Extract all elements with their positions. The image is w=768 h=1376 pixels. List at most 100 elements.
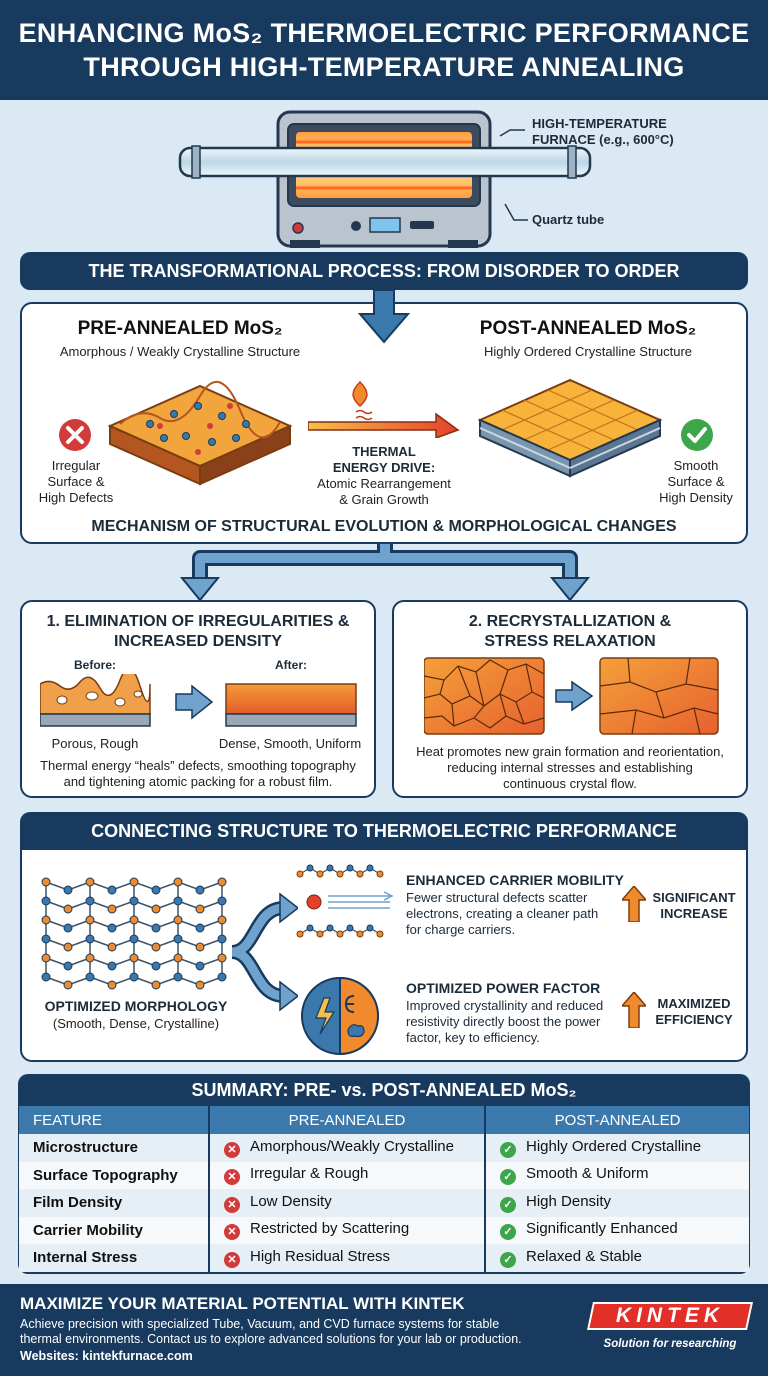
power-factor-icon bbox=[301, 976, 379, 1056]
thermal-drive-arrow bbox=[308, 380, 460, 438]
header-pre-annealed: PRE-ANNEALED bbox=[208, 1106, 485, 1134]
summary-title: SUMMARY: PRE- vs. POST-ANNEALED MoS₂ bbox=[191, 1080, 577, 1100]
pre-annealed-note: Irregular Surface & High Defects bbox=[38, 458, 114, 505]
flame-icon bbox=[352, 380, 368, 408]
feature-cell: Film Density bbox=[19, 1189, 209, 1217]
pre-annealed-cell: ✕ Restricted by Scattering bbox=[208, 1216, 485, 1244]
split-arrows bbox=[179, 544, 591, 602]
branch-arrows bbox=[230, 892, 298, 1012]
quartz-tube bbox=[178, 146, 592, 178]
right-arrow-icon bbox=[175, 684, 214, 720]
post-annealed-title: POST-ANNEALED MoS₂ bbox=[479, 318, 697, 339]
efficiency-arrow-icon bbox=[622, 992, 646, 1028]
x-circle-icon: ✕ bbox=[224, 1251, 240, 1268]
mobility-result: SIGNIFICANT INCREASE bbox=[652, 890, 736, 921]
check-circle-icon: ✓ bbox=[500, 1141, 516, 1158]
mechanism-heading: MECHANISM OF STRUCTURAL EVOLUTION & MORP… bbox=[91, 518, 677, 535]
post-annealed-cell: ✓ High Density bbox=[484, 1189, 749, 1217]
recrystallization-title: 2. RECRYSTALLIZATION & STRESS RELAXATION bbox=[468, 613, 672, 650]
furnace-display bbox=[369, 217, 401, 233]
pre-annealed-cell: ✕ Irregular & Rough bbox=[208, 1161, 485, 1189]
page-title-line1: ENHANCING MoS₂ THERMOELECTRIC PERFORMANC… bbox=[18, 18, 750, 48]
cell-text: Relaxed & Stable bbox=[526, 1247, 642, 1265]
thermal-drive-title: THERMAL ENERGY DRIVE: bbox=[332, 444, 436, 475]
elimination-desc: Thermal energy “heals” defects, smoothin… bbox=[40, 758, 356, 789]
increase-arrow-icon bbox=[622, 886, 646, 922]
pre-annealed-subtitle: Amorphous / Weakly Crystalline Structure bbox=[59, 344, 301, 359]
thermal-drive-desc: Atomic Rearrangement & Grain Growth bbox=[317, 476, 451, 507]
performance-card bbox=[20, 812, 748, 1062]
carrier-mobility-icon bbox=[296, 864, 394, 938]
cell-text: Smooth & Uniform bbox=[526, 1165, 649, 1183]
x-circle-icon: ✕ bbox=[224, 1224, 240, 1241]
lightning-icon bbox=[315, 997, 336, 1035]
power-desc: Improved crystallinity and reduced resis… bbox=[406, 998, 604, 1045]
power-title: OPTIMIZED POWER FACTOR bbox=[406, 980, 601, 996]
check-circle-icon: ✓ bbox=[500, 1224, 516, 1241]
table-row: Carrier Mobility ✕ Restricted by Scatterin… bbox=[19, 1216, 749, 1244]
x-circle-icon: ✕ bbox=[224, 1141, 240, 1158]
pre-annealed-cell: ✕High Residual Stress bbox=[208, 1244, 485, 1272]
footer-title: MAXIMIZE YOUR MATERIAL POTENTIAL WITH KI… bbox=[20, 1294, 465, 1313]
footer-text: Achieve precision with specialized Tube,… bbox=[20, 1317, 522, 1346]
feature-cell: Carrier Mobility bbox=[19, 1216, 209, 1244]
feature-cell: Microstructure bbox=[19, 1134, 209, 1162]
check-circle-icon: ✓ bbox=[500, 1169, 516, 1186]
morphology-subtitle: (Smooth, Dense, Crystalline) bbox=[52, 1016, 220, 1031]
x-circle-icon: ✕ bbox=[224, 1196, 240, 1213]
furnace-illustration bbox=[178, 110, 592, 248]
cell-text: Highly Ordered Crystalline bbox=[526, 1137, 702, 1155]
mobility-title: ENHANCED CARRIER MOBILITY bbox=[406, 872, 624, 888]
before-after-films bbox=[40, 674, 357, 727]
table-row: Film Density ✕ Low Density ✓ High Density bbox=[19, 1189, 749, 1217]
cell-text: Low Density bbox=[250, 1192, 332, 1210]
process-banner: THE TRANSFORMATIONAL PROCESS: FROM DISOR… bbox=[20, 252, 748, 290]
lattice-icon bbox=[41, 877, 227, 990]
performance-banner: CONNECTING STRUCTURE TO THERMOELECTRIC P… bbox=[20, 812, 748, 850]
pre-annealed-cell: ✕ Amorphous/Weakly Crystalline bbox=[208, 1134, 485, 1162]
table-row: Surface Topography ✕ Irregular & Rough ✓ Smo… bbox=[19, 1161, 749, 1189]
furnace-label: HIGH-TEMPERATURE FURNACE (e.g., 600°C) bbox=[532, 116, 674, 147]
page-header: ENHANCING MoS₂ THERMOELECTRIC PERFORMANC… bbox=[0, 0, 768, 100]
pre-annealed-title: PRE-ANNEALED MoS₂ bbox=[77, 318, 283, 339]
table-row: Microstructure ✕ Amorphous/Weakly Crystall… bbox=[19, 1134, 749, 1162]
post-annealed-cell: ✓ Relaxed & Stable bbox=[484, 1244, 749, 1272]
elimination-title: 1. ELIMINATION OF IRREGULARITIES & INCRE… bbox=[46, 613, 350, 650]
kintek-logo-text: KINTEK bbox=[615, 1304, 725, 1327]
recrystallization-desc: Heat promotes new grain formation and re… bbox=[416, 744, 724, 791]
before-label: Before: bbox=[73, 658, 116, 672]
grain-structure-comparison bbox=[424, 657, 719, 735]
cell-text: High Density bbox=[526, 1192, 612, 1210]
before-caption: Porous, Rough bbox=[51, 736, 139, 751]
after-label: After: bbox=[275, 658, 307, 672]
post-annealed-sample bbox=[477, 378, 663, 478]
success-check-icon bbox=[681, 419, 713, 451]
header-feature: FEATURE bbox=[19, 1106, 209, 1134]
kintek-tagline: Solution for researching bbox=[603, 1338, 737, 1350]
down-arrow-icon bbox=[358, 290, 410, 344]
cell-text: Amorphous/Weakly Crystalline bbox=[250, 1137, 454, 1155]
mobility-desc: Fewer structural defects scatter electro… bbox=[406, 890, 599, 937]
x-circle-icon: ✕ bbox=[224, 1169, 240, 1186]
table-row: Internal Stress✕High Residual Stress ✓ Rel… bbox=[19, 1244, 749, 1272]
footer-website[interactable]: Websites: kintekfurnace.com bbox=[20, 1349, 193, 1363]
cell-text: Significantly Enhanced bbox=[526, 1220, 678, 1238]
check-circle-icon: ✓ bbox=[500, 1196, 516, 1213]
post-annealed-subtitle: Highly Ordered Crystalline Structure bbox=[483, 344, 693, 359]
pre-annealed-sample bbox=[107, 380, 293, 486]
morphology-title: OPTIMIZED MORPHOLOGY bbox=[44, 998, 228, 1014]
after-caption: Dense, Smooth, Uniform bbox=[218, 736, 362, 751]
cell-text: Irregular & Rough bbox=[250, 1165, 369, 1183]
summary-table: FEATURE PRE-ANNEALED POST-ANNEALED Micro… bbox=[19, 1106, 749, 1272]
post-annealed-cell: ✓ Smooth & Uniform bbox=[484, 1161, 749, 1189]
defect-x-icon bbox=[59, 419, 91, 451]
post-annealed-cell: ✓ Highly Ordered Crystalline bbox=[484, 1134, 749, 1162]
feature-cell: Surface Topography bbox=[19, 1161, 209, 1189]
cell-text: Restricted by Scattering bbox=[250, 1220, 410, 1238]
post-annealed-note: Smooth Surface & High Density bbox=[659, 458, 733, 505]
footer: MAXIMIZE YOUR MATERIAL POTENTIAL WITH KI… bbox=[0, 1284, 768, 1376]
summary-table-wrap: FEATURE PRE-ANNEALED POST-ANNEALED Micro… bbox=[19, 1106, 749, 1272]
feature-cell: Internal Stress bbox=[19, 1244, 209, 1272]
check-circle-icon: ✓ bbox=[500, 1251, 516, 1268]
power-result: MAXIMIZED EFFICIENCY bbox=[655, 996, 733, 1027]
